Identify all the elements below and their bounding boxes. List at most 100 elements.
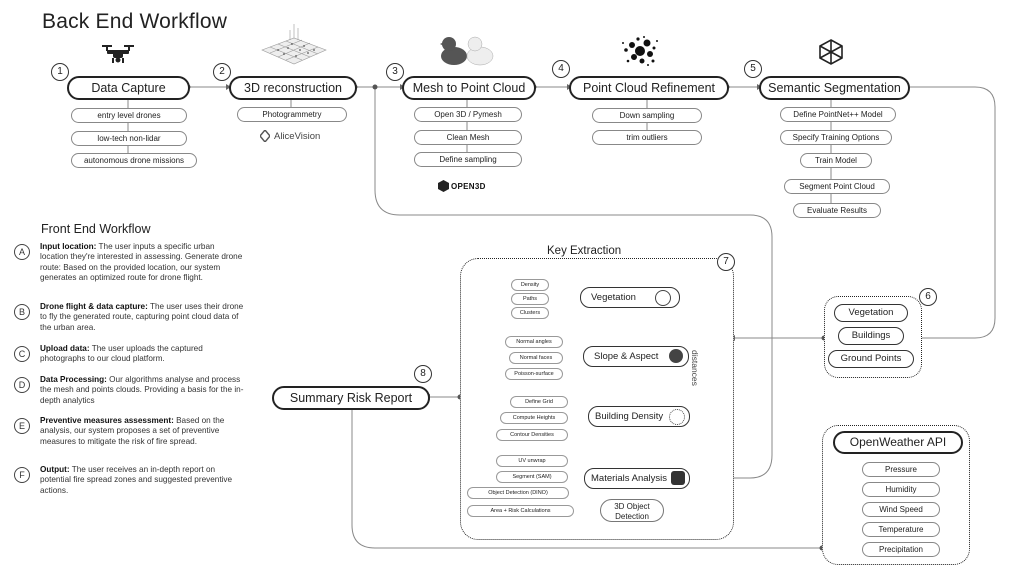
key-extraction-title: Key Extraction <box>545 245 624 257</box>
vegetation-metric: Paths <box>511 293 549 305</box>
front-end-title: Front End Workflow <box>41 222 151 236</box>
item-heading: Output: <box>40 465 70 474</box>
item-text: The user uploads the captured photograph… <box>40 344 203 364</box>
step-point-cloud-refinement[interactable]: Point Cloud Refinement <box>569 76 729 100</box>
building-metric: Contour Densities <box>496 429 568 441</box>
materials-metric: Object Detection (DINO) <box>467 487 569 499</box>
step-number: 4 <box>552 60 570 78</box>
front-end-item: F Output: The user receives an in-depth … <box>14 465 239 497</box>
step-semantic-segmentation[interactable]: Semantic Segmentation <box>759 76 910 100</box>
object-detection-label: 3D Object Detection <box>614 502 650 521</box>
duck-mesh-icon <box>440 36 494 66</box>
mesh-item: Clean Mesh <box>414 130 522 145</box>
item-text: The user inputs a specific urban locatio… <box>40 242 243 283</box>
weather-precipitation: Precipitation <box>862 542 940 557</box>
step-letter: F <box>14 467 30 483</box>
density-dots-icon <box>669 409 685 425</box>
weather-pressure: Pressure <box>862 462 940 477</box>
materials-metric: UV unwrap <box>496 455 568 467</box>
item-heading: Upload data: <box>40 344 90 353</box>
reconstruction-item: Photogrammetry <box>237 107 347 122</box>
weather-temperature: Temperature <box>862 522 940 537</box>
segmentation-item: Evaluate Results <box>793 203 881 218</box>
step-number: 2 <box>213 63 231 81</box>
step-letter: D <box>14 377 30 393</box>
building-metric: Compute Heights <box>500 412 568 424</box>
mesh-item: Define sampling <box>414 152 522 167</box>
data-capture-item: entry level drones <box>71 108 187 123</box>
vegetation-metric: Clusters <box>511 307 549 319</box>
step-data-capture[interactable]: Data Capture <box>67 76 190 100</box>
key-vegetation[interactable]: Vegetation <box>580 287 680 308</box>
step-number: 5 <box>744 60 762 78</box>
segmentation-item: Segment Point Cloud <box>784 179 890 194</box>
refinement-item: Down sampling <box>592 108 702 123</box>
item-text: Our algorithms analyse and process the m… <box>40 375 244 405</box>
step-number: 7 <box>717 253 735 271</box>
distances-label: distances <box>690 350 700 386</box>
step-letter: E <box>14 418 30 434</box>
item-text: The user uses their drone to fly the gen… <box>40 302 244 332</box>
segmentation-item: Specify Training Options <box>780 130 892 145</box>
item-text: The user receives an in-depth report on … <box>40 465 233 495</box>
key-building-density[interactable]: Building Density <box>588 406 690 427</box>
cube-network-icon <box>819 39 843 65</box>
materials-metric: Area + Risk Calculations <box>467 505 574 517</box>
key-materials-analysis[interactable]: Materials Analysis <box>584 468 690 489</box>
step-letter: C <box>14 346 30 362</box>
data-capture-item: low-tech non-lidar <box>71 131 187 146</box>
item-heading: Input location: <box>40 242 97 251</box>
key-materials-analysis-label: Materials Analysis <box>591 473 668 484</box>
key-vegetation-label: Vegetation <box>591 292 636 303</box>
front-end-item: E Preventive measures assessment: Based … <box>14 416 239 448</box>
refinement-item: trim outliers <box>592 130 702 145</box>
slope-metric: Normal angles <box>505 336 563 348</box>
item-text: Based on the analysis, our system propos… <box>40 416 225 446</box>
step-number: 3 <box>386 63 404 81</box>
materials-metric: Segment (SAM) <box>496 471 568 483</box>
slope-metric: Poisson-surface <box>505 368 563 380</box>
data-capture-item: autonomous drone missions <box>71 153 197 168</box>
terrain-mesh-icon <box>261 24 327 65</box>
drone-icon <box>102 45 134 63</box>
item-heading: Drone flight & data capture: <box>40 302 148 311</box>
front-end-item: B Drone flight & data capture: The user … <box>14 302 243 334</box>
alicevision-icon <box>260 130 270 142</box>
open3d-icon <box>438 180 449 192</box>
point-cloud-icon <box>622 36 658 66</box>
front-end-item: C Upload data: The user uploads the capt… <box>14 344 239 366</box>
open3d-logo: OPEN3D <box>438 180 486 192</box>
vegetation-metric: Density <box>511 279 549 291</box>
object-detection-box: 3D Object Detection <box>600 499 664 522</box>
slope-icon <box>669 349 683 363</box>
weather-humidity: Humidity <box>862 482 940 497</box>
openweather-api[interactable]: OpenWeather API <box>833 431 963 454</box>
segmentation-item: Define PointNet++ Model <box>780 107 896 122</box>
item-heading: Preventive measures assessment: <box>40 416 174 425</box>
class-ground-points[interactable]: Ground Points <box>828 350 914 368</box>
step-mesh-to-point-cloud[interactable]: Mesh to Point Cloud <box>402 76 536 100</box>
front-end-item: A Input location: The user inputs a spec… <box>14 242 243 292</box>
key-slope-aspect-label: Slope & Aspect <box>594 351 659 362</box>
slope-metric: Normal faces <box>509 352 563 364</box>
weather-wind-speed: Wind Speed <box>862 502 940 517</box>
alicevision-logo: AliceVision <box>260 130 320 142</box>
leaf-icon <box>655 290 671 306</box>
summary-risk-report[interactable]: Summary Risk Report <box>272 386 430 410</box>
step-3d-reconstruction[interactable]: 3D reconstruction <box>229 76 357 100</box>
class-buildings[interactable]: Buildings <box>838 327 904 345</box>
class-vegetation[interactable]: Vegetation <box>834 304 908 322</box>
step-number: 6 <box>919 288 937 306</box>
key-building-density-label: Building Density <box>595 411 664 422</box>
step-letter: B <box>14 304 30 320</box>
front-end-item: D Data Processing: Our algorithms analys… <box>14 375 243 407</box>
key-slope-aspect[interactable]: Slope & Aspect <box>583 346 689 367</box>
step-number: 8 <box>414 365 432 383</box>
step-number: 1 <box>51 63 69 81</box>
step-letter: A <box>14 244 30 260</box>
mesh-item: Open 3D / Pymesh <box>414 107 522 122</box>
building-metric: Define Grid <box>510 396 568 408</box>
page-title: Back End Workflow <box>42 10 228 33</box>
item-heading: Data Processing: <box>40 375 107 384</box>
segmentation-item: Train Model <box>800 153 872 168</box>
